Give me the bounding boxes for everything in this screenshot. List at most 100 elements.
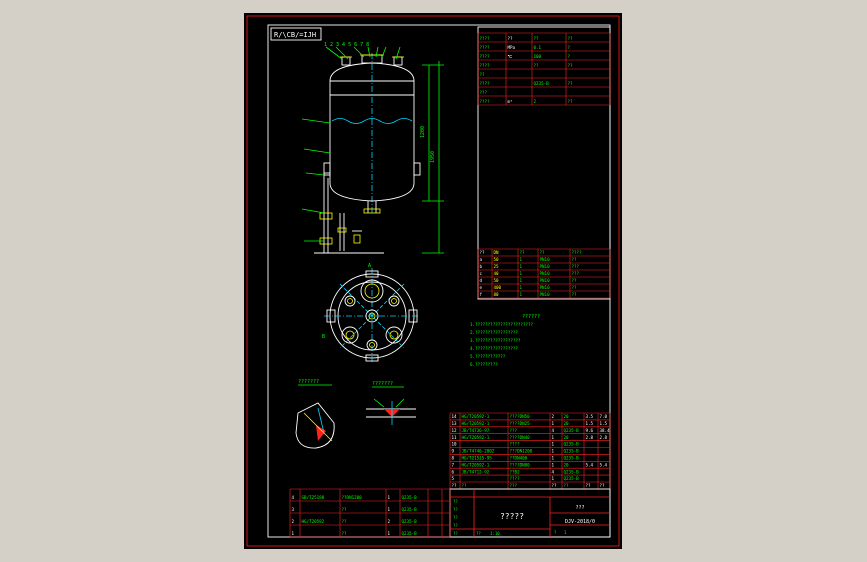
nozzle-cell: PN10 xyxy=(540,264,551,269)
part-cell: ??? xyxy=(510,483,518,488)
drawing-number: DJV-2018/0 xyxy=(565,519,595,525)
part-cell: Q235-B xyxy=(564,456,580,461)
spec-cell: ???? xyxy=(480,99,491,104)
part-cell: 1 xyxy=(552,435,555,440)
part-cell: 1 xyxy=(552,456,555,461)
nozzle-cell: 1 xyxy=(520,292,523,297)
technical-notes: ?????? 1.??????????????????????? 2.?????… xyxy=(470,314,540,367)
tech-note-4: 4.????????????????? xyxy=(470,346,518,351)
part-cell: 2.8 xyxy=(600,435,608,440)
part-cell: ??DN400 xyxy=(510,456,528,461)
nozzle-cell: DN xyxy=(494,250,500,255)
part-cell: 1 xyxy=(552,476,555,481)
part-cell: ??B2 xyxy=(510,469,521,474)
part-lower-cell: Q235-B xyxy=(402,495,418,500)
part-cell: 5.4 xyxy=(586,462,594,467)
nozzle-cell: 1 xyxy=(520,285,523,290)
tech-note-3: 3.?????????????????? xyxy=(470,338,521,343)
part-cell: Q235-B xyxy=(564,442,580,447)
part-cell: HG/T20592-1 xyxy=(462,435,490,440)
title-block: ????? ??? DJV-2018/0 ?? 1:10 ? 1 ?? ?? ?… xyxy=(449,488,611,538)
nozzle-cell: ?? xyxy=(540,250,546,255)
part-cell: 11 xyxy=(452,435,458,440)
nozzle-cell: PN10 xyxy=(540,271,551,276)
detail-label-2: ??????? xyxy=(372,381,393,387)
nozzle-cell: ??? xyxy=(572,264,580,269)
part-cell: 2.8 xyxy=(586,435,594,440)
nozzle-cell: PN10 xyxy=(540,285,551,290)
part-cell: 7.0 xyxy=(600,414,608,419)
spec-cell: ??? xyxy=(480,90,488,95)
corner-label-box xyxy=(270,27,322,41)
part-cell: ?? xyxy=(600,483,606,488)
part-cell: 38.4 xyxy=(600,428,611,433)
nozzle-cell: 80 xyxy=(494,292,500,297)
part-cell: JB/T4746-2002 xyxy=(462,449,495,454)
part-lower-cell: 1 xyxy=(388,507,391,512)
part-lower-cell: 1 xyxy=(388,495,391,500)
spec-row: ???????? xyxy=(478,59,610,68)
part-cell: 5.4 xyxy=(600,462,608,467)
nozzle-cell: c xyxy=(480,271,483,276)
part-cell: HG/T20592-1 xyxy=(462,414,490,419)
nozzle-cell: ?? xyxy=(572,257,578,262)
part-row: ??????????????? xyxy=(450,481,610,488)
spec-cell: ?? xyxy=(480,72,486,77)
nozzle-cell: d xyxy=(480,278,483,283)
part-cell: ?? xyxy=(462,483,468,488)
nozzle-cell: a xyxy=(480,257,483,262)
part-cell: 10 xyxy=(452,442,458,447)
nozzle-row: ??DN???????? xyxy=(478,248,610,255)
part-cell: ?? xyxy=(552,483,558,488)
spec-row: ????Q235-B?? xyxy=(478,77,610,86)
part-cell: JB/T4712-92 xyxy=(462,469,490,474)
part-lower-cell: 1 xyxy=(292,531,295,536)
part-cell: ??? xyxy=(510,428,518,433)
part-lower-cell: GB/T25198 xyxy=(302,495,325,500)
svg-text:B: B xyxy=(322,334,325,340)
nozzle-cell: 1 xyxy=(520,271,523,276)
spec-row: ?? xyxy=(478,68,610,77)
part-lower-cell: Q235-B xyxy=(402,519,418,524)
tech-note-6: 6.????????? xyxy=(470,362,498,367)
nozzle-cell: 50 xyxy=(494,278,500,283)
spec-cell: m³ xyxy=(508,99,513,104)
part-cell: 4 xyxy=(552,428,555,433)
corner-label: R/\CB/=IJH xyxy=(274,31,316,39)
scale-label: ?? xyxy=(476,531,481,536)
part-cell: HG/T20592-1 xyxy=(462,421,490,426)
bottom-head xyxy=(329,182,415,202)
part-cell: 1 xyxy=(552,462,555,467)
plan-manhole xyxy=(360,279,384,303)
spec-cell: ?? xyxy=(568,81,574,86)
part-cell: Q235-B xyxy=(564,476,580,481)
part-cell: ???DN1200 xyxy=(510,449,533,454)
detail-views: ??????? ??????? xyxy=(295,379,416,449)
plan-view: A B xyxy=(322,263,420,364)
nozzle-cell: ?? xyxy=(480,250,486,255)
part-cell: 9.6 xyxy=(586,428,594,433)
svg-text:1 2 3 4 5 6 7 8: 1 2 3 4 5 6 7 8 xyxy=(324,42,369,48)
part-cell: ????DN25 xyxy=(510,421,531,426)
spec-cell: ???? xyxy=(480,45,491,50)
tech-note-5: 5.???????????? xyxy=(470,354,506,359)
part-lower-cell: Q235-B xyxy=(402,531,418,536)
nozzle-cell: e xyxy=(480,285,483,290)
part-cell: 8 xyxy=(452,456,455,461)
nozzle-cell: ?? xyxy=(572,285,578,290)
part-cell: 5 xyxy=(452,476,455,481)
spec-cell: ? xyxy=(568,54,571,59)
